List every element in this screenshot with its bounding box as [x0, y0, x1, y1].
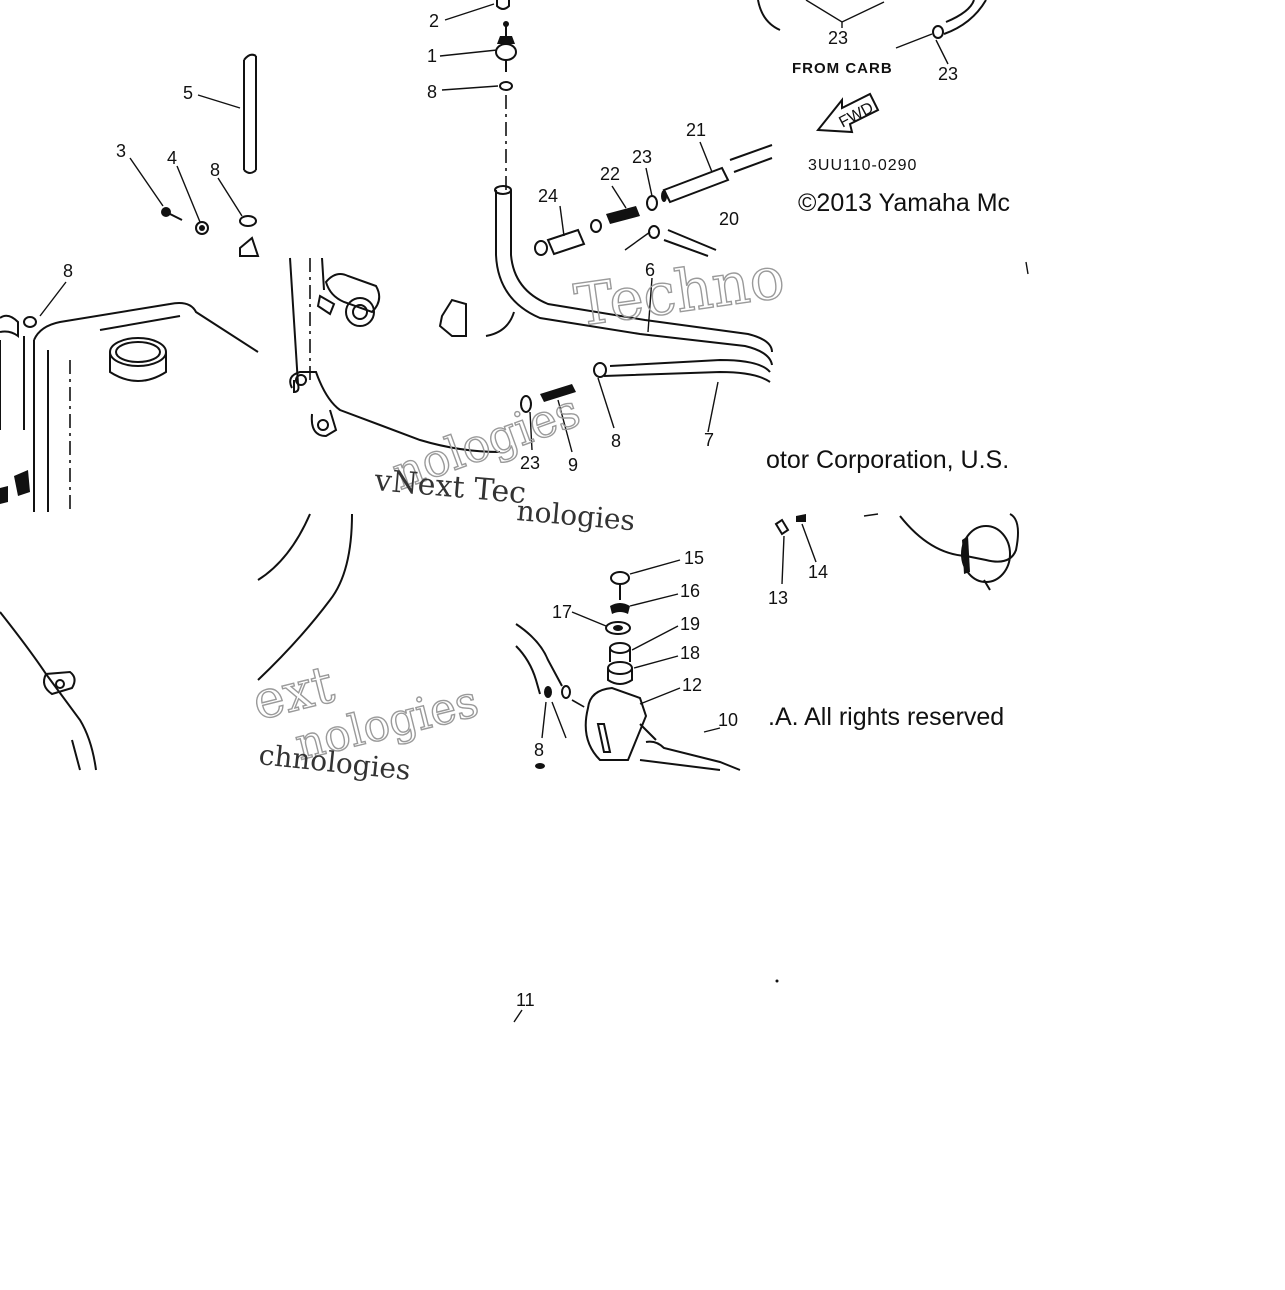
joint-22 [606, 206, 640, 224]
spring-16 [610, 603, 630, 614]
hose-6-edge [510, 190, 773, 353]
vent-tube-top [243, 53, 257, 61]
part-2 [496, 0, 510, 10]
hose-20 [663, 229, 717, 257]
fwd-arrow: FWD [816, 92, 880, 134]
callout-18: 18 [680, 643, 700, 663]
callout-12: 12 [682, 675, 702, 695]
clip-23e [520, 395, 532, 413]
cock-body-12 [584, 686, 657, 761]
washer-4 [195, 221, 209, 235]
filler-cap [109, 337, 167, 382]
part-code: 3UU110-0290 [808, 157, 917, 174]
hose-21 [662, 166, 730, 204]
callout-19: 19 [680, 614, 700, 634]
callout-3: 3 [116, 141, 126, 161]
callout-10: 10 [718, 710, 738, 730]
callout-17: 17 [552, 602, 572, 622]
callout-8e: 8 [611, 431, 621, 451]
callout-5: 5 [183, 83, 193, 103]
callout-22: 22 [600, 164, 620, 184]
tank-hose-stub [0, 314, 19, 338]
callout-21: 21 [686, 120, 706, 140]
callout-23a: 23 [632, 147, 652, 167]
callout-11: 11 [516, 990, 535, 1010]
callout-15: 15 [684, 548, 704, 568]
clip-23d [932, 25, 944, 39]
callout-9: 9 [568, 455, 578, 475]
hose-6 [495, 190, 773, 366]
strainer-10 [645, 740, 741, 771]
fuel-cock-tile: nologies [515, 494, 741, 771]
callout-7: 7 [704, 430, 714, 450]
callout-2: 2 [429, 11, 439, 31]
mount-boss [316, 273, 381, 327]
callout-23b: 23 [828, 28, 848, 48]
clip-8b [499, 81, 513, 91]
clip-bracket [438, 298, 467, 337]
clip-23a [590, 219, 602, 233]
screw-15 [610, 571, 630, 600]
watermark-nologies: nologies [515, 494, 636, 537]
tank-right-outline [257, 513, 353, 681]
callout-8b: 8 [427, 82, 437, 102]
pump-tile: 13 14 .A. All rights reserved [768, 513, 1019, 731]
from-carb-label: FROM CARB [792, 60, 893, 77]
callout-13: 13 [768, 588, 788, 608]
copyright-line-2: otor Corporation, U.S. [766, 446, 1009, 474]
hose-7 [609, 358, 771, 373]
bracket-tile: 23 9 8 7 Techno nologies vNext Tec [289, 243, 789, 511]
stray-callout-11: 11 [513, 979, 779, 1023]
callout-23d: 23 [520, 453, 540, 473]
callout-23c: 23 [938, 64, 958, 84]
hose-7-edge [603, 370, 771, 383]
tank-top-tile: 5 3 4 8 [116, 53, 260, 257]
legend-tile: 23 23 FROM CARB FWD 3UU110-0290 ©2013 Ya… [757, 0, 1029, 275]
vent-tube-5 [243, 56, 257, 170]
seal-19 [609, 642, 631, 662]
carb-hose [943, 0, 987, 35]
washer-14 [796, 514, 806, 522]
grommet [239, 236, 260, 257]
screw-13 [774, 518, 790, 536]
fuel-tank-tile: 8 [0, 261, 259, 512]
joint-9 [540, 384, 576, 402]
clip-8d [593, 362, 607, 378]
tank-outline-top [33, 302, 259, 353]
callout-8c: 8 [63, 261, 73, 281]
callout-24: 24 [538, 186, 558, 206]
primer-bulb [899, 513, 1019, 591]
clip-23b [646, 195, 658, 211]
hose-assembly-tile: 2 1 8 24 22 23 21 20 6 [427, 0, 773, 433]
packing-18 [607, 661, 633, 685]
clip-23c [648, 225, 660, 239]
callout-14: 14 [808, 562, 828, 582]
callout-16: 16 [680, 581, 700, 601]
tank-lower-tile: ext nologies chnologies [0, 513, 484, 787]
callout-1: 1 [427, 46, 437, 66]
copyright-line-1: ©2013 Yamaha Mc [798, 189, 1010, 217]
callout-20: 20 [719, 209, 739, 229]
callout-8a: 8 [210, 160, 220, 180]
callout-8f: 8 [534, 740, 544, 760]
clip-8 [239, 215, 257, 227]
filter-1 [495, 21, 517, 72]
copyright-line-3: .A. All rights reserved [768, 703, 1004, 731]
bolt-3 [161, 207, 183, 221]
washer-17 [605, 621, 631, 635]
callout-4: 4 [167, 148, 177, 168]
outlet-hoses [515, 623, 563, 695]
callout-6: 6 [645, 260, 655, 280]
frame-bracket [289, 371, 501, 453]
watermark-techno: Techno [570, 243, 788, 340]
vent-tube-end [243, 169, 257, 174]
watermark-vnext: vNext Tec [372, 463, 527, 511]
tube-24 [534, 228, 586, 256]
